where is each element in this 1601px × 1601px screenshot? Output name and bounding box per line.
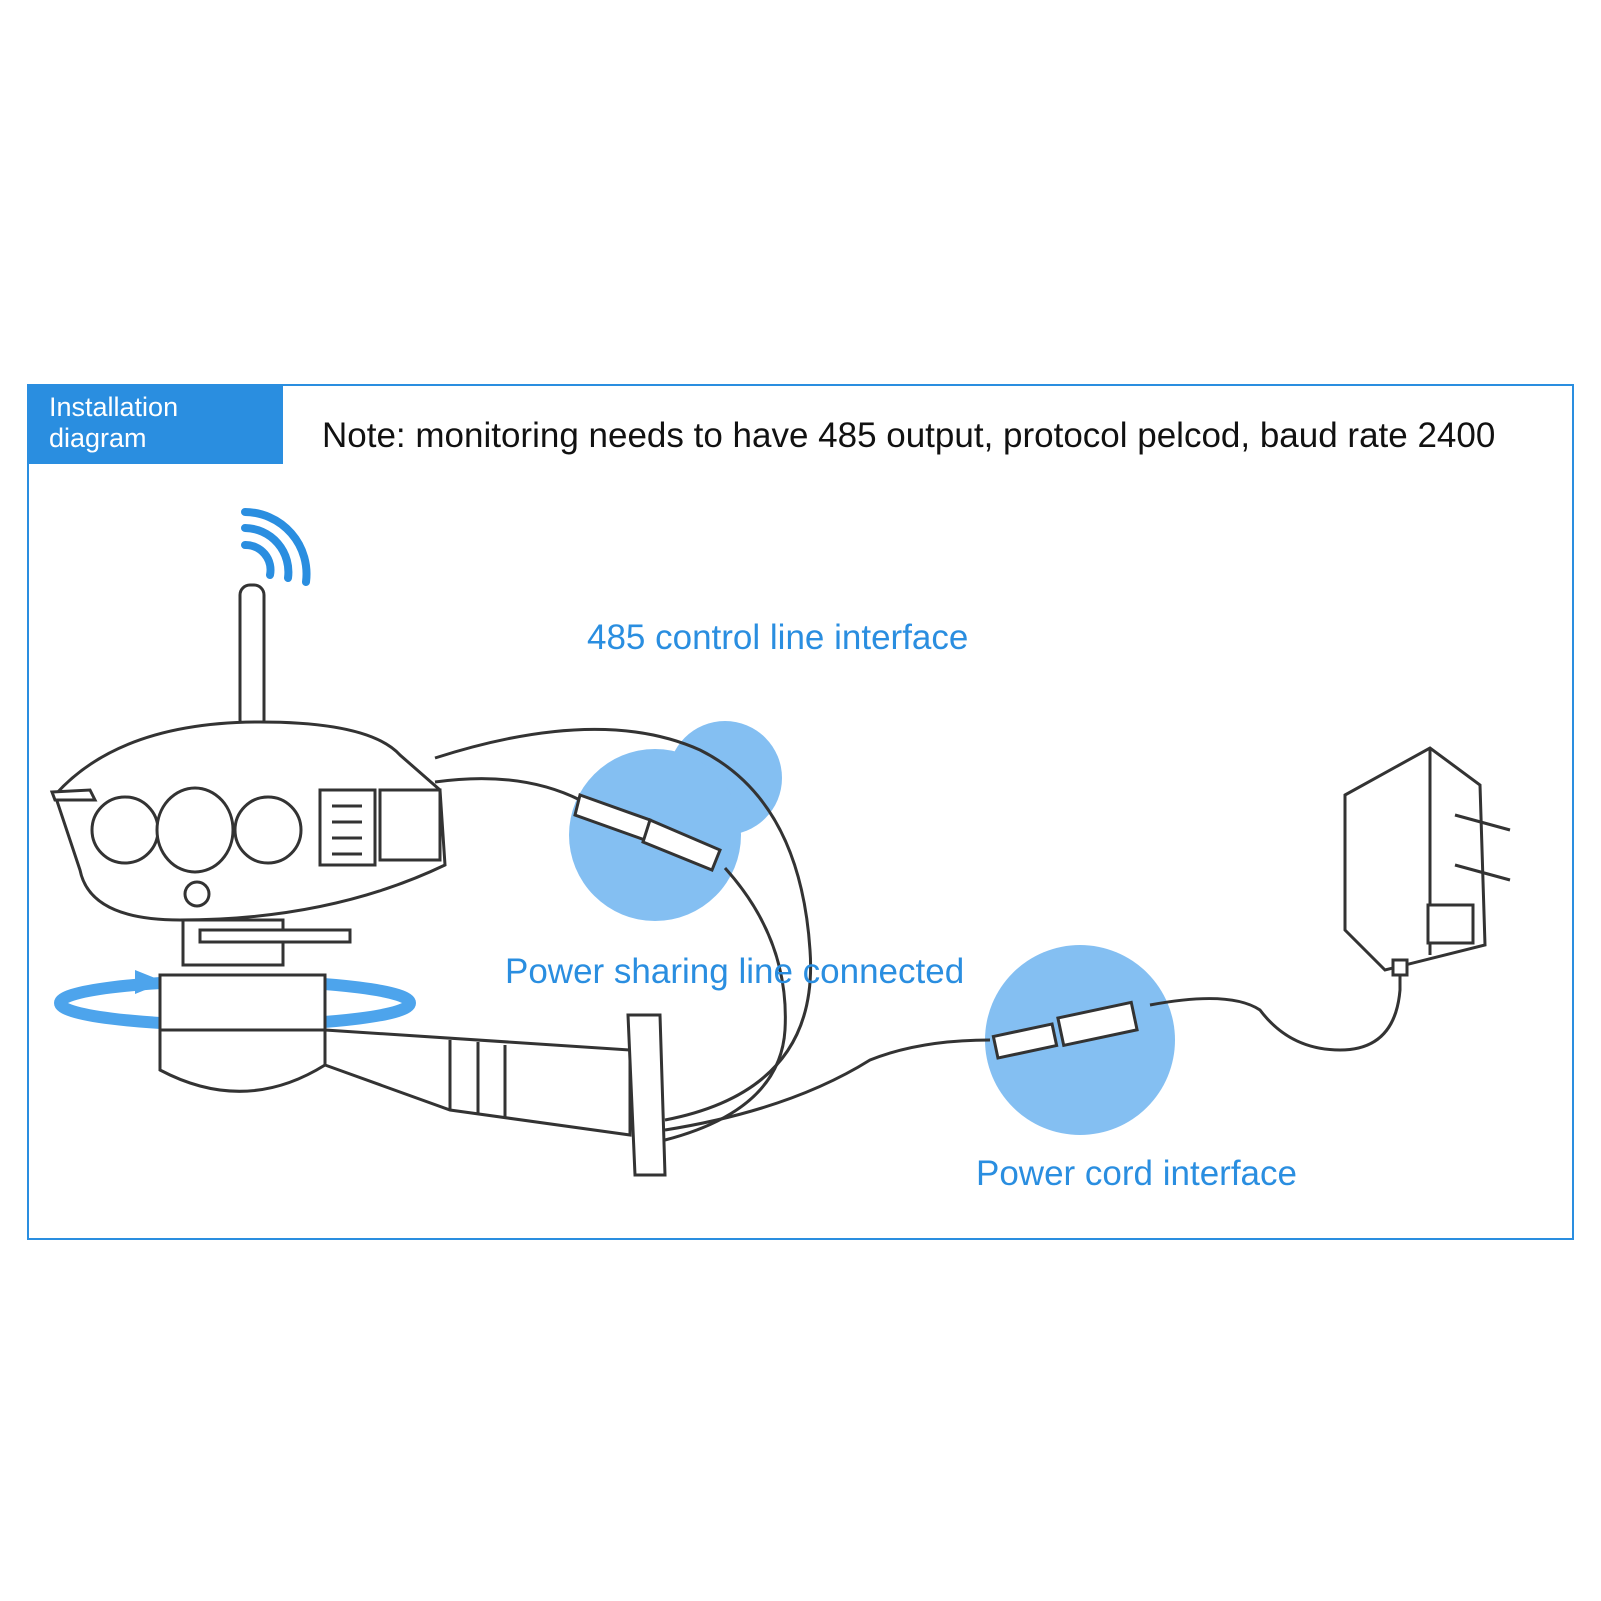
installation-note: Note: monitoring needs to have 485 outpu… — [322, 416, 1496, 455]
badge-line-2: diagram — [49, 423, 147, 453]
power-adapter-icon — [1343, 746, 1511, 977]
connectors — [573, 793, 1139, 1060]
callout-power-sharing: Power sharing line connected — [505, 952, 965, 991]
callout-power-cord: Power cord interface — [976, 1154, 1297, 1193]
wifi-signal-icon — [241, 508, 311, 586]
badge-line-1: Installation — [49, 392, 179, 422]
cables — [434, 727, 1402, 1142]
mount-bracket-icon — [158, 918, 667, 1177]
camera-icon — [49, 583, 447, 922]
section-badge: Installation diagram — [27, 384, 283, 464]
diagram-frame — [27, 384, 1574, 1240]
callout-485-control: 485 control line interface — [587, 618, 969, 657]
